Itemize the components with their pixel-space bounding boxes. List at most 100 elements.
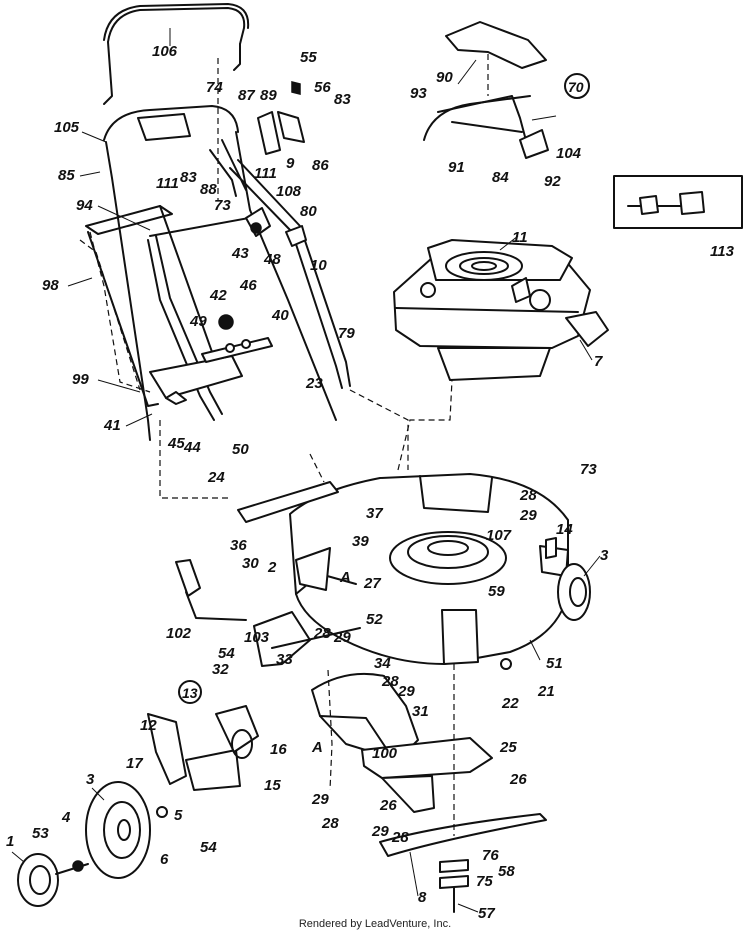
callout-52: 52 xyxy=(366,611,383,628)
callout-84: 84 xyxy=(492,169,509,186)
callout-74: 74 xyxy=(206,79,223,96)
rear-wheel-3a xyxy=(500,563,591,670)
callout-111-b: 111 xyxy=(156,175,179,192)
callout-25: 25 xyxy=(499,739,517,756)
circle-13 xyxy=(178,680,202,704)
callout-85: 85 xyxy=(58,167,75,184)
callout-73-b: 73 xyxy=(580,461,597,478)
callout-59: 59 xyxy=(488,583,505,600)
callout-28-b: 28 xyxy=(313,625,331,642)
callout-A-b: A xyxy=(311,739,323,756)
leader-lines xyxy=(11,28,601,913)
callout-94: 94 xyxy=(76,197,93,214)
callout-33: 33 xyxy=(276,651,293,668)
callout-29-e: 29 xyxy=(371,823,389,840)
callout-labels: 106 55 56 83 74 87 89 105 85 83 88 111 9… xyxy=(6,43,735,922)
callout-53: 53 xyxy=(32,825,49,842)
callout-31: 31 xyxy=(412,703,429,720)
mower-deck-51 xyxy=(289,473,569,665)
lower-handle-frame-10 xyxy=(147,159,351,421)
callout-28-e: 28 xyxy=(391,829,409,846)
callout-107: 107 xyxy=(486,527,512,544)
callout-17: 17 xyxy=(126,755,143,772)
callout-92: 92 xyxy=(544,173,561,190)
callout-23: 23 xyxy=(305,375,323,392)
callout-9: 9 xyxy=(286,155,295,172)
control-bracket-40 xyxy=(201,314,273,363)
callout-76: 76 xyxy=(482,847,499,864)
callout-89: 89 xyxy=(260,87,277,104)
callout-91: 91 xyxy=(448,159,465,176)
callout-54-b: 54 xyxy=(200,839,217,856)
callout-86: 86 xyxy=(312,157,329,174)
callout-100: 100 xyxy=(372,745,398,762)
callout-36: 36 xyxy=(230,537,247,554)
callout-113: 113 xyxy=(710,243,735,260)
callout-2: 2 xyxy=(267,559,277,576)
callout-75: 75 xyxy=(476,873,493,890)
assembly-lines xyxy=(159,58,455,836)
upper-handle-106 xyxy=(103,3,250,105)
callout-28-d: 28 xyxy=(321,815,339,832)
callout-8: 8 xyxy=(418,889,427,906)
callout-27: 27 xyxy=(363,575,381,592)
callout-15: 15 xyxy=(264,777,281,794)
callout-56: 56 xyxy=(314,79,331,96)
callout-79: 79 xyxy=(338,325,355,342)
circle-70 xyxy=(564,73,590,99)
callout-88: 88 xyxy=(200,181,217,198)
callout-14: 14 xyxy=(556,521,573,538)
blade-8 xyxy=(379,813,547,913)
front-wheel-assembly xyxy=(17,705,259,907)
callout-24: 24 xyxy=(207,469,225,486)
callout-39: 39 xyxy=(352,533,369,550)
detail-box-113 xyxy=(613,175,743,229)
callout-32: 32 xyxy=(212,661,229,678)
blade-adapter-25 xyxy=(361,737,493,813)
callout-7: 7 xyxy=(594,353,603,370)
catcher-detail-70 xyxy=(423,21,557,159)
callout-22: 22 xyxy=(501,695,519,712)
callout-103: 103 xyxy=(244,629,270,646)
callout-73: 73 xyxy=(214,197,231,214)
footer-credit: Rendered by LeadVenture, Inc. xyxy=(298,918,452,930)
callout-111: 111 xyxy=(254,165,277,182)
callout-40: 40 xyxy=(271,307,289,324)
callout-104: 104 xyxy=(556,145,582,162)
callout-29-c: 29 xyxy=(397,683,415,700)
callout-83: 83 xyxy=(334,91,351,108)
height-adjuster-parts xyxy=(175,481,557,667)
callout-41: 41 xyxy=(103,417,121,434)
callout-93: 93 xyxy=(410,85,427,102)
callout-10: 10 xyxy=(310,257,327,274)
callout-108: 108 xyxy=(276,183,302,200)
callout-37: 37 xyxy=(366,505,383,522)
callout-29-b: 29 xyxy=(333,629,351,646)
callout-21: 21 xyxy=(537,683,555,700)
callout-51: 51 xyxy=(546,655,563,672)
callout-28: 28 xyxy=(519,487,537,504)
callout-106: 106 xyxy=(152,43,178,60)
callout-42: 42 xyxy=(209,287,227,304)
callout-29: 29 xyxy=(519,507,537,524)
callout-29-d: 29 xyxy=(311,791,329,808)
callout-55: 55 xyxy=(300,49,317,66)
callout-87: 87 xyxy=(238,87,255,104)
callout-98: 98 xyxy=(42,277,59,294)
callout-45: 45 xyxy=(167,435,185,452)
callout-34: 34 xyxy=(374,655,391,672)
callout-26-b: 26 xyxy=(379,797,397,814)
callout-46: 46 xyxy=(239,277,257,294)
callout-26: 26 xyxy=(509,771,527,788)
callout-16: 16 xyxy=(270,741,287,758)
callout-57: 57 xyxy=(478,905,495,922)
callout-44: 44 xyxy=(183,439,201,456)
callout-30: 30 xyxy=(242,555,259,572)
callout-5: 5 xyxy=(174,807,183,824)
callout-3-b: 3 xyxy=(86,771,95,788)
callout-4: 4 xyxy=(61,809,71,826)
callout-80: 80 xyxy=(300,203,317,220)
callout-28-c: 28 xyxy=(381,673,399,690)
callout-83-b: 83 xyxy=(180,169,197,186)
